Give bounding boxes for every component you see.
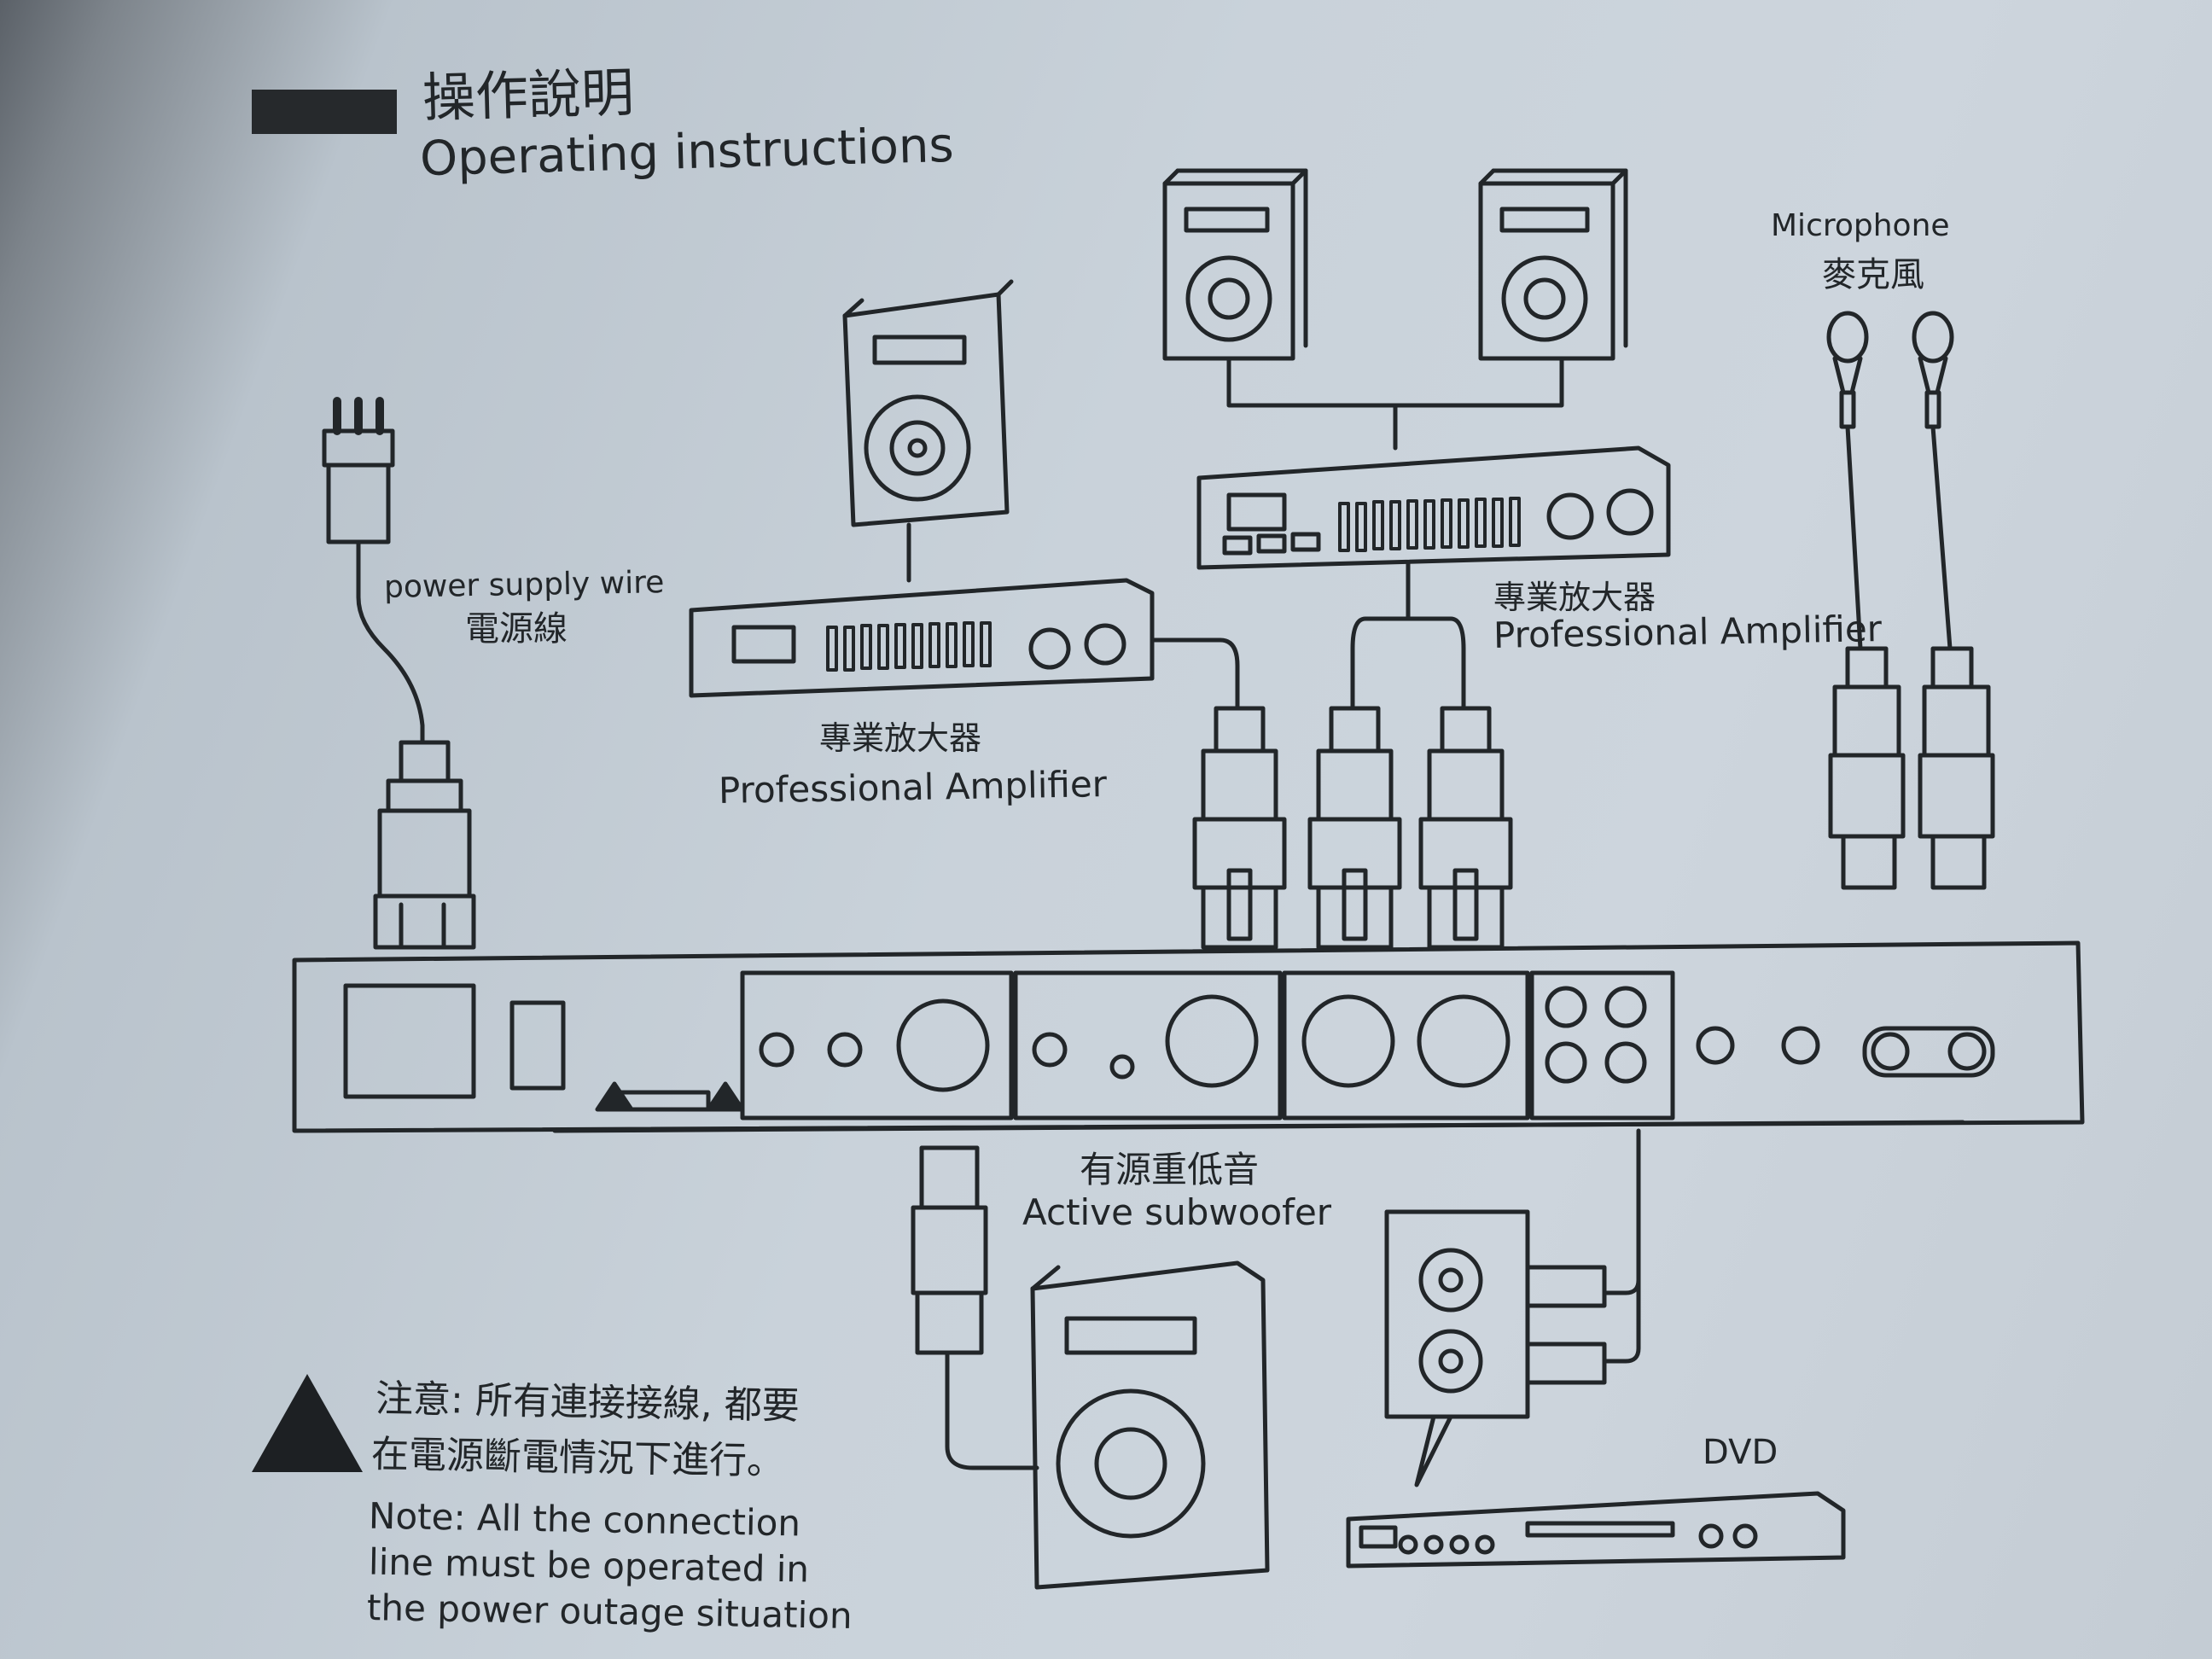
note-en-line2: line must be operated in (368, 1540, 810, 1591)
cable-top-speakers (1226, 356, 1564, 451)
amp-left-label-zh: 專業放大器 (819, 719, 982, 757)
amp-left-label-en: Professional Amplifier (718, 763, 1108, 812)
amplifier-left-icon (689, 578, 1155, 698)
amplifier-right-icon (1196, 445, 1671, 570)
amp-right-label-zh: 專業放大器 (1493, 579, 1656, 616)
amp-right-label-en: Professional Amplifier (1493, 608, 1883, 656)
header-bar (252, 90, 397, 134)
xlr-connector-icon-2 (1307, 706, 1402, 950)
speaker-icon-top-left (1162, 168, 1308, 361)
subwoofer-connector-icon (911, 1145, 988, 1355)
cable-subwoofer (945, 1350, 1039, 1470)
power-cable (356, 539, 425, 745)
microphone-label-zh: 麥克風 (1822, 255, 1924, 294)
warning-marker-right (706, 1081, 745, 1112)
power-supply-label-en: power supply wire (383, 565, 665, 605)
note-en-line1: Note: All the connection (368, 1494, 801, 1545)
warning-triangle-icon (252, 1374, 363, 1472)
speaker-icon-left (842, 279, 1014, 527)
microphone-icon-right (1912, 311, 1995, 890)
microphone-label-en: Microphone (1771, 208, 1950, 243)
rca-jack-panel-icon (1384, 1209, 1607, 1419)
dvd-player-icon (1346, 1491, 1846, 1569)
power-connector-icon (373, 740, 476, 950)
subwoofer-label-en: Active subwoofer (1022, 1191, 1332, 1233)
power-supply-label-zh: 電源線 (465, 609, 568, 649)
subwoofer-label-zh: 有源重低音 (1080, 1149, 1260, 1190)
xlr-connector-icon-1 (1192, 706, 1287, 950)
note-en-line3: the power outage situation (366, 1586, 853, 1637)
dvd-label: DVD (1703, 1433, 1778, 1472)
power-plug-icon (322, 397, 395, 544)
note-zh-line1: 注意: 所有連接接線, 都要 (375, 1377, 800, 1429)
cable-dvd (1602, 1128, 1641, 1364)
subwoofer-speaker-icon (1030, 1260, 1270, 1590)
xlr-connector-icon-3 (1418, 706, 1513, 950)
mixer-rear-panel (292, 940, 2085, 1133)
cable-amp-left (1150, 637, 1240, 711)
warning-marker-left (595, 1081, 634, 1112)
dvd-callout-line (1414, 1414, 1453, 1487)
note-zh-line2: 在電源斷電情況下進行。 (370, 1432, 785, 1484)
cable-amp-right (1350, 561, 1466, 711)
speaker-icon-top-right (1478, 168, 1628, 361)
microphone-icon-left (1826, 311, 1906, 890)
